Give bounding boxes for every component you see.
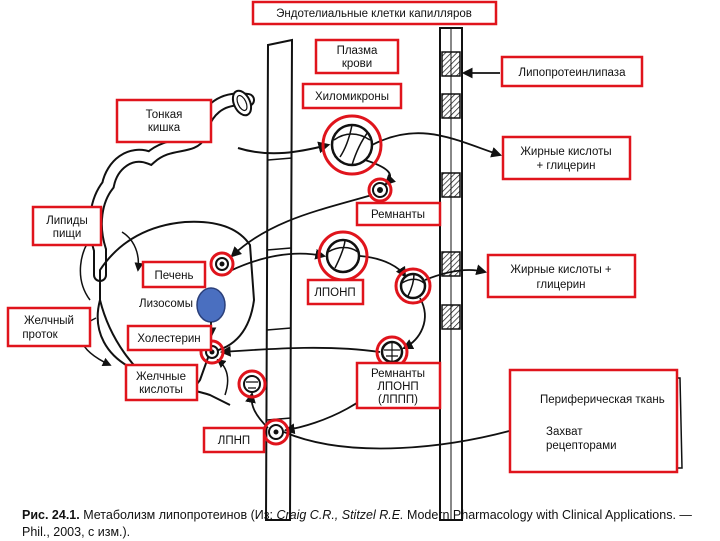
arrow-chylo-to-fa xyxy=(371,132,503,158)
arrow-dietary-lipids xyxy=(121,231,144,272)
box-peripheral xyxy=(508,368,679,474)
label-cholesterol: Холестерин xyxy=(137,333,200,345)
arrow-lipase-to-fa-mid xyxy=(424,264,488,281)
label-dietary-lipids-line2: пищи xyxy=(53,228,82,240)
arrow-idl-to-liver xyxy=(219,346,381,357)
lipase-block xyxy=(441,251,461,277)
box-vldl-remnants xyxy=(355,361,442,410)
box-lipase xyxy=(500,55,644,88)
figure-caption: Рис. 24.1. Метаболизм липопротеинов (Из:… xyxy=(22,507,712,541)
label-lysosomes: Лизосомы xyxy=(139,298,193,310)
box-vldl xyxy=(306,278,365,306)
intestinal-wall xyxy=(264,38,294,521)
caption-text-part1: Метаболизм липопротеинов (Из: xyxy=(79,508,277,522)
label-vldl-remnants-line1: Ремнанты xyxy=(371,368,425,380)
highlight-vldl-lipase xyxy=(394,267,432,305)
arrow-vldl-to-idl xyxy=(402,297,426,349)
idl-particle xyxy=(380,340,404,364)
box-dietary-lipids xyxy=(31,205,103,247)
label-liver: Печень xyxy=(154,270,193,282)
chylomicron-particle xyxy=(330,123,374,167)
caption-text-part2: Modern Pharmacology with Clinical Applic… xyxy=(22,508,692,539)
lipase-block xyxy=(441,93,461,119)
label-small-intestine-line2: кишка xyxy=(148,122,181,134)
ldl-particle-blood xyxy=(268,424,284,440)
arrow-ldl-to-peripheral xyxy=(283,425,523,450)
label-fa-top-line1: Жирные кислоты xyxy=(520,146,611,158)
lipase-block xyxy=(441,172,461,198)
highlight-ldl-liver xyxy=(237,369,267,399)
lysosome xyxy=(196,287,226,323)
label-ldl: ЛПНП xyxy=(218,435,250,447)
arrow-liver-to-vldl xyxy=(231,248,327,271)
ldl-particle-liver xyxy=(243,375,261,393)
highlight-remnant xyxy=(367,177,393,203)
label-vldl-remnants-line3: (ЛППП) xyxy=(378,394,418,406)
label-peripheral-tissue: Периферическая ткань xyxy=(540,394,665,406)
box-fa-top xyxy=(501,135,632,181)
label-endothelial: Эндотелиальные клетки капилляров xyxy=(276,8,472,20)
lipase-block xyxy=(441,51,461,77)
arrow-bile-acids-up xyxy=(216,358,229,396)
label-vldl: ЛПОНП xyxy=(314,287,355,299)
label-bile-acids-line2: кислоты xyxy=(139,384,183,396)
label-fa-mid-line1: Жирные кислоты + xyxy=(510,264,612,276)
box-endothelial xyxy=(251,0,498,26)
box-chylomicrons xyxy=(301,82,403,110)
box-cholesterol xyxy=(126,324,213,352)
box-small-intestine xyxy=(115,98,213,144)
box-fa-mid xyxy=(486,253,637,299)
label-receptor-uptake-line1: Захват xyxy=(546,426,583,438)
label-vldl-remnants-line2: ЛПОНП xyxy=(377,381,418,393)
label-bile-duct-line2: проток xyxy=(22,329,58,341)
liver-particle-upper xyxy=(215,257,229,271)
label-plasma-line1: Плазма xyxy=(337,45,378,57)
arrow-intestine-to-chylomicron xyxy=(237,141,331,155)
arrow-remnant-to-liver xyxy=(230,194,373,258)
caption-authors: Craig C.R., Stitzel R.E. xyxy=(276,508,404,522)
chylomicron-remnant-particle xyxy=(372,182,388,198)
box-plasma xyxy=(314,38,400,75)
box-liver xyxy=(141,260,207,289)
label-dietary-lipids-line1: Липиды xyxy=(46,215,88,227)
label-bile-duct-line1: Желчный xyxy=(24,315,74,327)
box-bile-duct xyxy=(6,306,92,348)
label-plasma-line2: крови xyxy=(342,58,372,70)
label-receptor-uptake-line2: рецепторами xyxy=(546,440,617,452)
label-lipase: Липопротеинлипаза xyxy=(519,67,627,79)
vldl-particle xyxy=(325,238,361,274)
vldl-at-lipase-particle xyxy=(399,272,427,300)
caption-figure-number: Рис. 24.1. xyxy=(22,508,80,522)
label-fa-top-line2: + глицерин xyxy=(536,160,595,172)
label-bile-acids-line1: Желчные xyxy=(136,371,186,383)
label-remnants: Ремнанты xyxy=(371,209,425,221)
lipase-block xyxy=(441,304,461,330)
label-chylomicrons: Хиломикроны xyxy=(315,91,389,103)
highlight-chylomicron xyxy=(321,114,383,176)
label-small-intestine-line1: Тонкая xyxy=(146,109,183,121)
box-ldl xyxy=(202,426,266,454)
box-remnants xyxy=(355,201,442,227)
highlight-liver-upper xyxy=(209,251,235,277)
label-fa-mid-line2: глицерин xyxy=(536,279,585,291)
intestine-opening xyxy=(231,89,253,117)
box-bile-acids xyxy=(124,363,199,402)
